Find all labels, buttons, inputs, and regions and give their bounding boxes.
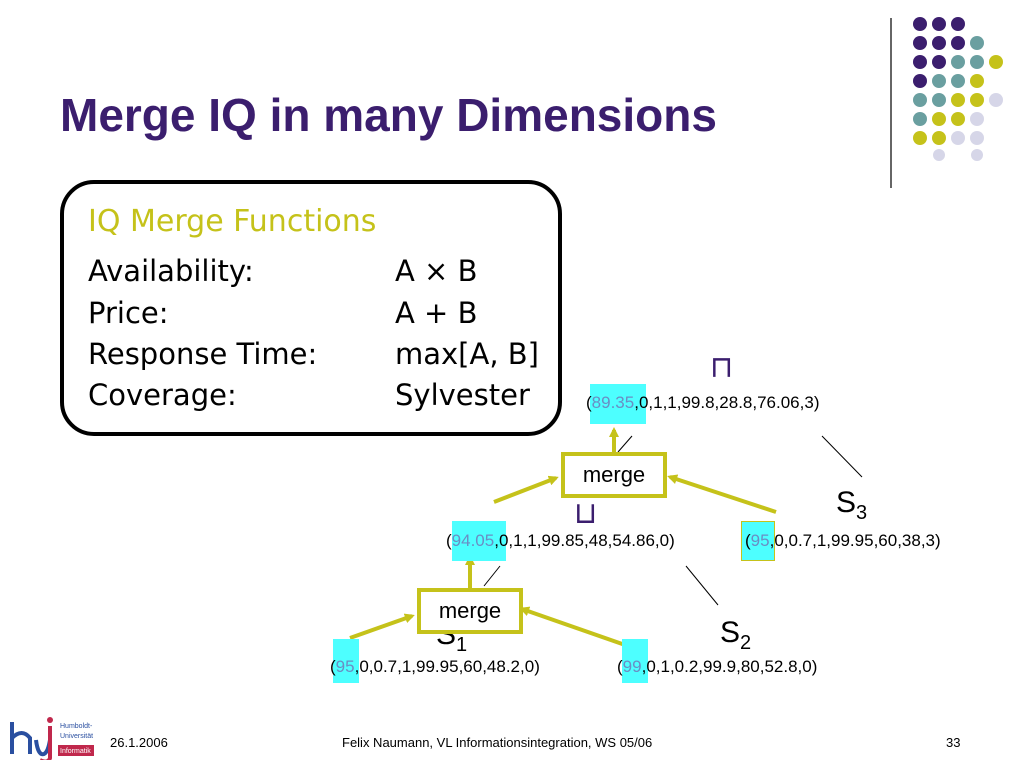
function-label-price: Price: [88,296,169,330]
dot-row-5 [913,93,1003,107]
function-value-response-time: max[A, B] [395,337,539,371]
dot-row-6 [913,112,984,126]
function-value-price: A + B [395,296,478,330]
s1-vector: (95,0,0.7,1,99.95,60,48.2,0) [330,657,540,676]
function-value-coverage: Sylvester [395,378,530,412]
highlight-top-result [590,384,646,424]
function-label-response-time: Response Time: [88,337,318,371]
function-label-coverage: Coverage: [88,378,237,412]
highlight-s2 [622,639,648,683]
merge-box-top: merge [561,452,667,498]
dot-row-3 [913,55,1003,69]
highlight-mid-result [452,521,506,561]
meet-symbol: ⊓ [710,350,734,385]
dot-row-2 [913,36,984,50]
leader-s2 [685,565,719,606]
humboldt-university-logo: Humboldt- Universität Informatik [10,717,94,760]
slide-title: Merge IQ in many Dimensions [60,89,717,141]
merge-functions-box [60,180,562,436]
decorative-divider [890,18,892,188]
footer-page-number: 33 [946,735,961,750]
s3-highlight-value: 95 [750,531,770,550]
highlight-s3 [741,521,775,561]
dot-row-7 [913,131,984,145]
footer-date: 26.1.2006 [110,735,168,750]
footer-center-text: Felix Naumann, VL Informationsintegratio… [342,735,653,750]
arrow-s2-to-bottom-merge [519,606,629,648]
s2-vector: (99,0,1,0.2,99.9,80,52.8,0) [617,657,818,676]
dot-row-4 [913,74,984,88]
dot-row-1 [913,17,965,31]
logo-text-line-2: Universität [60,733,93,740]
decorative-dot-grid [913,17,1003,161]
logo-text-line-1: Humboldt- [60,723,93,730]
leader-s3 [821,435,863,478]
s2-highlight-value: 99 [622,657,642,676]
join-symbol: ⊔ [574,496,598,531]
mid-result-vector: (94.05,0,1,1,99.85,48,54.86,0) [446,531,675,550]
logo-text-line-3: Informatik [60,748,91,755]
dot-row-8 [933,149,983,161]
highlight-s1 [333,639,359,683]
arrow-mid-to-top-merge [493,475,559,504]
function-value-availability: A × B [395,254,478,288]
leader-mid-left [483,565,501,587]
merge-box-bottom: merge [417,588,523,634]
top-result-vector: (89.35,0,1,1,99.8,28.8,76.06,3) [586,393,820,412]
source-label-s3: S3 [836,486,868,524]
mid-result-highlight-value: 94.05 [451,531,495,550]
function-label-availability: Availability: [88,254,254,288]
s3-vector: (95,0,0.7,1,99.95,60,38,3) [745,531,941,550]
merge-functions-heading: IQ Merge Functions [88,204,377,239]
leader-top-left [617,435,633,453]
top-result-highlight-value: 89.35 [591,393,635,412]
source-label-s2: S2 [720,616,752,654]
arrow-s3-to-top-merge [667,474,777,514]
s1-highlight-value: 95 [335,657,355,676]
arrow-s1-to-bottom-merge [349,613,415,640]
